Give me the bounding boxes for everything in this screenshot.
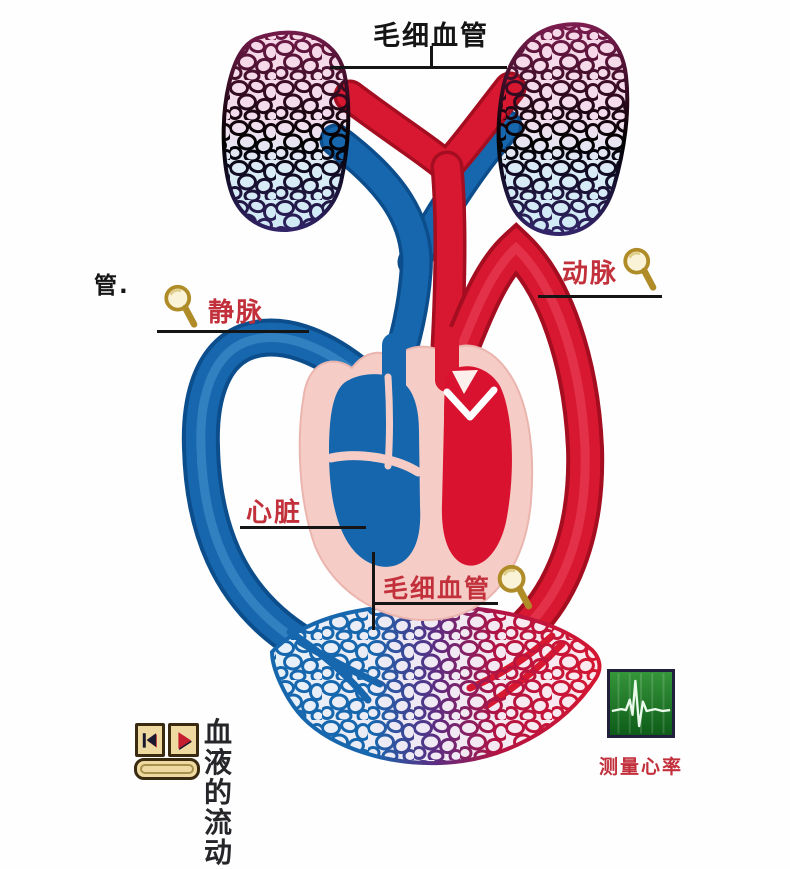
pointer-line-lung-capillaries-v xyxy=(430,46,433,68)
blood-flow-caption: 血液的 流动 xyxy=(204,718,235,868)
play-icon xyxy=(177,731,192,750)
circulation-diagram xyxy=(181,10,640,780)
heart-rate-button[interactable] xyxy=(607,669,675,738)
magnifier-icon-vein[interactable] xyxy=(161,284,201,332)
blood-flow-caption-line1: 血液的 xyxy=(204,716,236,809)
magnifier-icon-artery[interactable] xyxy=(620,247,660,295)
heart-anatomy[interactable] xyxy=(298,326,534,621)
label-body-capillaries[interactable]: 毛细血管 xyxy=(383,574,492,603)
label-vein[interactable]: 静脉 xyxy=(208,298,265,328)
label-artery[interactable]: 动脉 xyxy=(562,259,619,289)
play-button[interactable] xyxy=(168,723,199,757)
skip-back-button[interactable] xyxy=(135,723,165,757)
skip-back-icon xyxy=(142,733,157,748)
pointer-line-heart xyxy=(240,526,366,529)
body-capillary-bed[interactable] xyxy=(260,595,610,780)
blood-flow-caption-line2: 流动 xyxy=(204,806,236,869)
pointer-line-lung-capillaries-h xyxy=(330,66,507,69)
circulation-courseware: 毛细血管 管. 静脉 动脉 心脏 毛细血管 xyxy=(94,10,684,868)
systemic-artery-loop[interactable] xyxy=(443,222,605,667)
pointer-line-body-capillaries-v xyxy=(372,552,375,630)
pointer-line-vein xyxy=(157,330,309,333)
pointer-line-artery xyxy=(538,295,662,298)
label-lung-capillaries: 毛细血管 xyxy=(373,21,489,52)
label-heart[interactable]: 心脏 xyxy=(246,498,303,528)
pointer-line-body-capillaries-h xyxy=(372,602,498,605)
label-left-edge-fragment: 管. xyxy=(94,273,130,299)
progress-bar[interactable] xyxy=(134,758,200,780)
heart-rate-caption: 测量心率 xyxy=(599,756,684,778)
lung-mesh-strands xyxy=(210,10,640,250)
magnifier-icon-body-capillaries[interactable] xyxy=(494,564,536,614)
ecg-waveform-icon xyxy=(611,673,671,734)
progress-bar-track xyxy=(140,764,194,774)
